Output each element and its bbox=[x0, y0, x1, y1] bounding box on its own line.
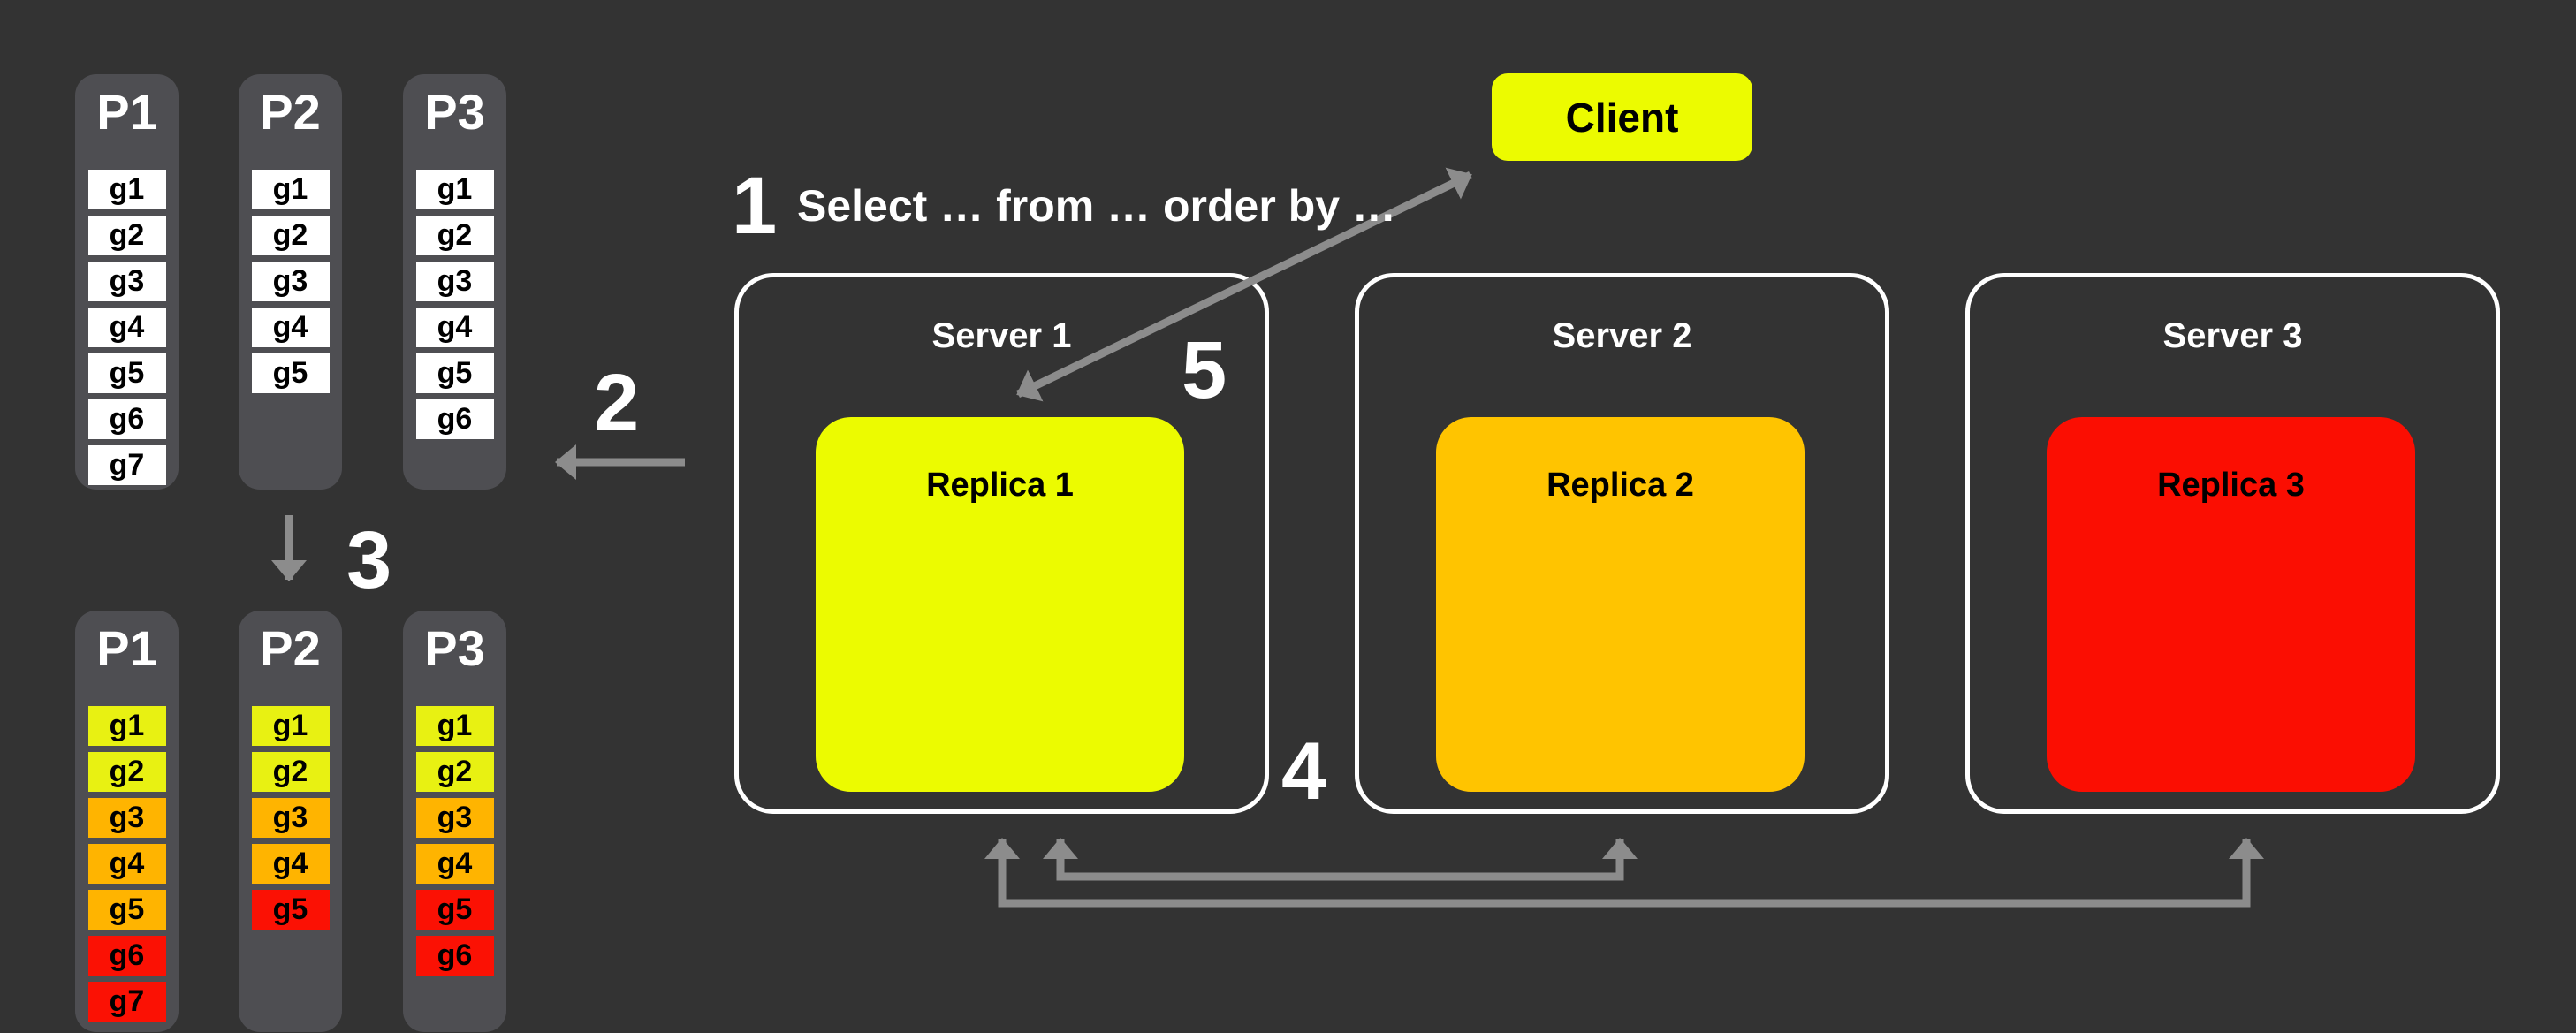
shard-box-g1: g1 bbox=[415, 706, 494, 746]
partition-title: P1 bbox=[96, 84, 157, 140]
shard-box-g4: g4 bbox=[251, 308, 330, 347]
shard-box-g4: g4 bbox=[415, 308, 494, 347]
shard-list: g1 g2 g3 g4 g5 g6 g7 bbox=[75, 170, 179, 485]
shard-box-g1: g1 bbox=[87, 706, 166, 746]
shard-list: g1 g2 g3 g4 g5 g6 bbox=[403, 706, 506, 976]
shard-box-g6: g6 bbox=[415, 399, 494, 439]
partition-title: P2 bbox=[260, 620, 321, 676]
shard-box-g6: g6 bbox=[87, 399, 166, 439]
partition-unsorted-p3: P3 g1 g2 g3 g4 g5 g6 bbox=[403, 74, 506, 490]
partition-unsorted-p2: P2 g1 g2 g3 g4 g5 bbox=[239, 74, 342, 490]
shard-box-g3: g3 bbox=[87, 262, 166, 301]
step-3-number: 3 bbox=[346, 515, 392, 605]
replica-1-label: Replica 1 bbox=[926, 467, 1074, 504]
partition-title: P2 bbox=[260, 84, 321, 140]
shard-box-g4: g4 bbox=[87, 308, 166, 347]
shard-box-g6: g6 bbox=[87, 936, 166, 976]
partition-title: P1 bbox=[96, 620, 157, 676]
shard-box-g2: g2 bbox=[415, 216, 494, 255]
shard-list: g1 g2 g3 g4 g5 bbox=[239, 706, 342, 930]
shard-box-g3: g3 bbox=[251, 262, 330, 301]
shard-box-g7: g7 bbox=[87, 445, 166, 485]
shard-box-g3: g3 bbox=[251, 798, 330, 838]
client-label: Client bbox=[1565, 94, 1679, 141]
server1-server3-double-arrow bbox=[984, 838, 2264, 908]
replica-3-box: Replica 3 bbox=[2047, 417, 2415, 792]
server1-server2-double-arrow bbox=[1043, 838, 1638, 881]
partition-title: P3 bbox=[424, 84, 485, 140]
replica-1-box: Replica 1 bbox=[816, 417, 1184, 792]
shard-box-g2: g2 bbox=[251, 216, 330, 255]
shard-box-g5: g5 bbox=[251, 353, 330, 393]
shard-box-g5: g5 bbox=[415, 353, 494, 393]
partition-unsorted-p1: P1 g1 g2 g3 g4 g5 g6 g7 bbox=[75, 74, 179, 490]
shard-list: g1 g2 g3 g4 g5 bbox=[239, 170, 342, 393]
shard-box-g2: g2 bbox=[415, 752, 494, 792]
partition-title: P3 bbox=[424, 620, 485, 676]
server-2-title: Server 2 bbox=[1552, 316, 1692, 355]
query-text: Select … from … order by … bbox=[797, 181, 1396, 231]
partition-sorted-p1: P1 g1 g2 g3 g4 g5 g6 g7 bbox=[75, 611, 179, 1032]
shard-box-g5: g5 bbox=[415, 890, 494, 930]
replica-2-box: Replica 2 bbox=[1436, 417, 1805, 792]
shard-box-g1: g1 bbox=[251, 706, 330, 746]
partition-sorted-p2: P2 g1 g2 g3 g4 g5 bbox=[239, 611, 342, 1032]
shard-box-g3: g3 bbox=[87, 798, 166, 838]
server-3-title: Server 3 bbox=[2162, 316, 2303, 355]
shard-box-g4: g4 bbox=[251, 844, 330, 884]
shard-list: g1 g2 g3 g4 g5 g6 bbox=[403, 170, 506, 439]
shard-box-g3: g3 bbox=[415, 798, 494, 838]
server-3-box: Server 3 Replica 3 bbox=[1965, 273, 2500, 814]
shard-box-g6: g6 bbox=[415, 936, 494, 976]
shard-box-g1: g1 bbox=[251, 170, 330, 209]
shard-box-g5: g5 bbox=[87, 353, 166, 393]
shard-box-g2: g2 bbox=[251, 752, 330, 792]
server-2-box: Server 2 Replica 2 bbox=[1355, 273, 1889, 814]
shard-box-g7: g7 bbox=[87, 982, 166, 1022]
shard-box-g1: g1 bbox=[87, 170, 166, 209]
shard-box-g3: g3 bbox=[415, 262, 494, 301]
shard-box-g4: g4 bbox=[87, 844, 166, 884]
shard-box-g2: g2 bbox=[87, 216, 166, 255]
client-box: Client bbox=[1492, 73, 1752, 161]
shard-box-g5: g5 bbox=[87, 890, 166, 930]
replica-2-label: Replica 2 bbox=[1546, 467, 1694, 504]
shard-box-g4: g4 bbox=[415, 844, 494, 884]
step-4-number: 4 bbox=[1281, 726, 1327, 817]
shard-box-g2: g2 bbox=[87, 752, 166, 792]
step-5-number: 5 bbox=[1182, 325, 1227, 415]
replica-3-label: Replica 3 bbox=[2157, 467, 2305, 504]
shard-box-g5: g5 bbox=[251, 890, 330, 930]
server-1-box: Server 1 Replica 1 bbox=[734, 273, 1269, 814]
step-1-number: 1 bbox=[732, 161, 778, 251]
shard-list: g1 g2 g3 g4 g5 g6 g7 bbox=[75, 706, 179, 1022]
partition-sorted-p3: P3 g1 g2 g3 g4 g5 g6 bbox=[403, 611, 506, 1032]
step-2-number: 2 bbox=[594, 358, 640, 448]
shard-box-g1: g1 bbox=[415, 170, 494, 209]
